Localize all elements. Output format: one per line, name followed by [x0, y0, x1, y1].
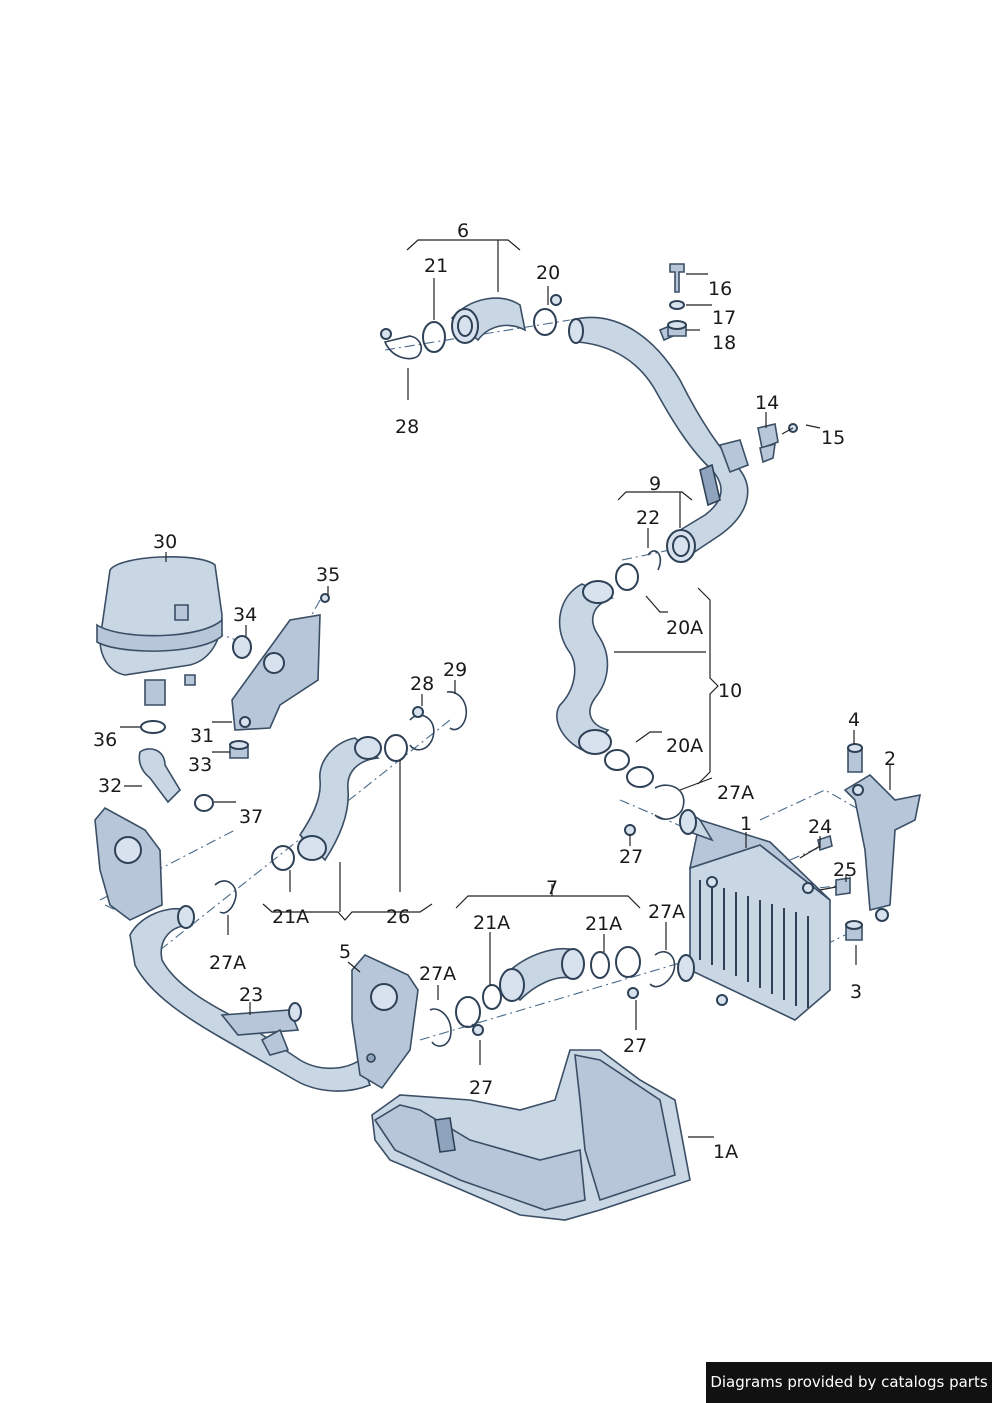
label-37: 37 [239, 806, 263, 828]
label-30: 30 [153, 531, 177, 553]
label-10: 10 [718, 680, 742, 702]
label-34: 34 [233, 604, 257, 626]
label-5: 5 [339, 941, 351, 963]
label-26: 26 [386, 906, 410, 928]
label-4: 4 [848, 709, 860, 731]
label-27A: 27A [419, 963, 456, 985]
label-27: 27 [469, 1077, 493, 1099]
label-21A: 21A [473, 912, 510, 934]
label-7: 7 [546, 877, 558, 899]
label-22: 22 [636, 507, 660, 529]
label-16: 16 [708, 278, 732, 300]
label-9: 9 [649, 473, 661, 495]
label-28: 28 [410, 673, 434, 695]
intercooler-bracket [799, 743, 922, 941]
label-35: 35 [316, 564, 340, 586]
label-33: 33 [188, 754, 212, 776]
label-23: 23 [239, 984, 263, 1006]
hose-lower [429, 946, 676, 1047]
label-20A: 20A [666, 617, 703, 639]
label-20: 20 [536, 262, 560, 284]
label-21A: 21A [272, 906, 309, 928]
label-28: 28 [395, 416, 419, 438]
hose-middle [214, 691, 467, 914]
label-31: 31 [190, 725, 214, 747]
label-29: 29 [443, 659, 467, 681]
part-labels: 6 21 20 28 16 17 18 14 15 9 22 20A 10 20… [93, 220, 896, 1163]
label-6: 6 [457, 220, 469, 242]
label-3: 3 [850, 981, 862, 1003]
label-21A: 21A [585, 913, 622, 935]
label-1A: 1A [713, 1141, 738, 1163]
label-27A: 27A [648, 901, 685, 923]
label-21: 21 [424, 255, 448, 277]
label-27: 27 [619, 846, 643, 868]
label-36: 36 [93, 729, 117, 751]
label-15: 15 [821, 427, 845, 449]
charge-pipe-lower [94, 806, 419, 1092]
label-1: 1 [740, 813, 752, 835]
label-27A: 27A [717, 782, 754, 804]
hose-upper [380, 294, 562, 360]
label-20A: 20A [666, 735, 703, 757]
expansion-tank [96, 556, 330, 812]
label-24: 24 [808, 816, 832, 838]
small-fasteners-top [667, 263, 798, 464]
label-27A: 27A [209, 952, 246, 974]
air-duct [371, 1049, 691, 1221]
intercooler [677, 809, 831, 1021]
label-2: 2 [884, 748, 896, 770]
label-17: 17 [712, 307, 736, 329]
leader-lines [120, 239, 891, 1138]
label-27: 27 [623, 1035, 647, 1057]
label-14: 14 [755, 392, 779, 414]
hose-s-shaped [556, 550, 685, 836]
label-25: 25 [833, 859, 857, 881]
credit-banner: Diagrams provided by catalogs parts [706, 1362, 992, 1403]
label-32: 32 [98, 775, 122, 797]
label-18: 18 [712, 332, 736, 354]
